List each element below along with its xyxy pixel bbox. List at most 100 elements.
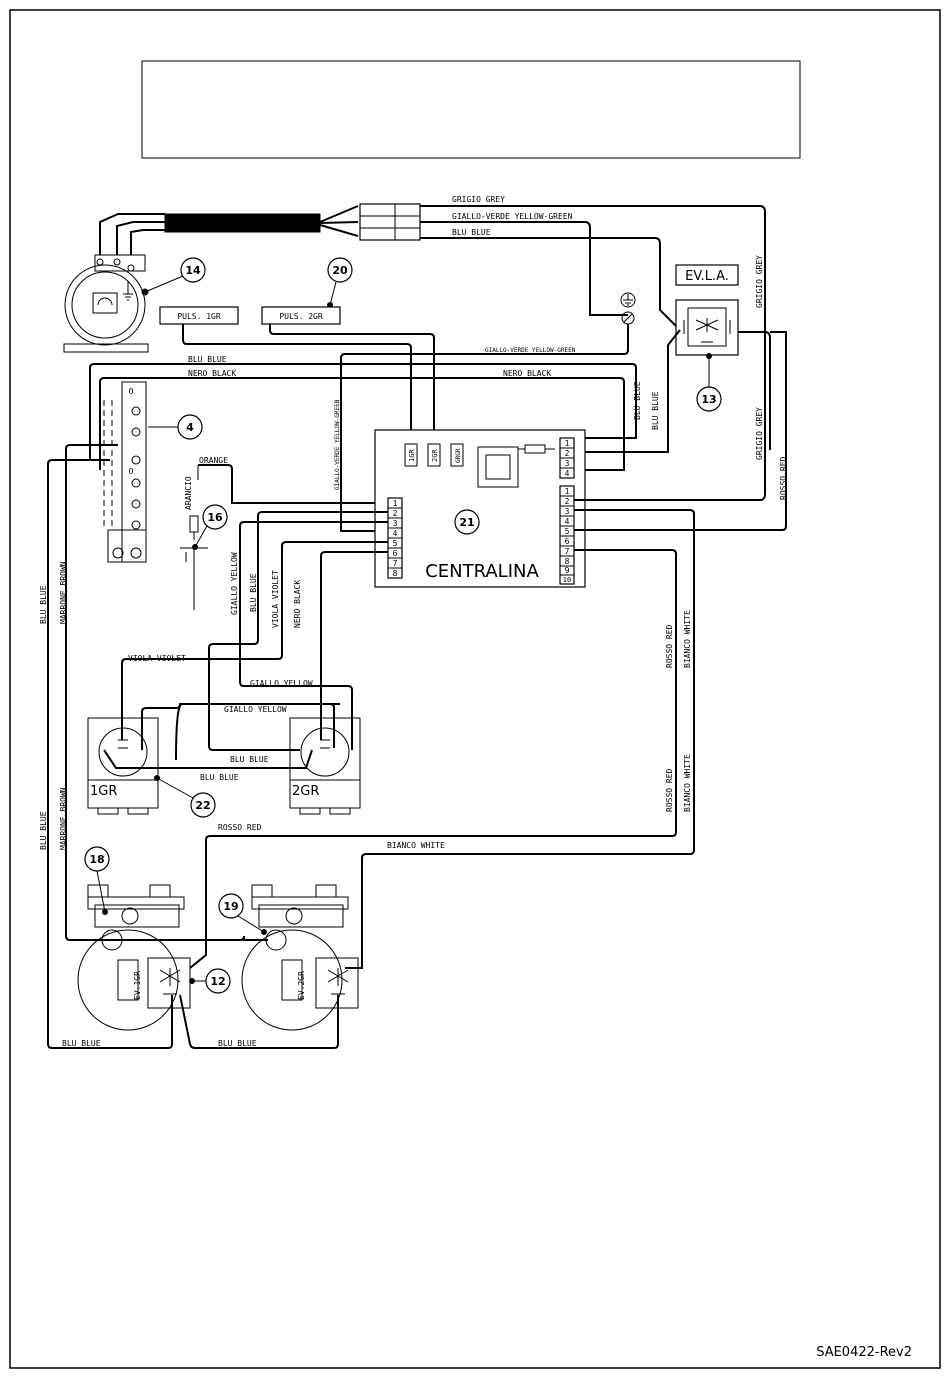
probe-number: 16 [207, 511, 223, 524]
wire-label-blu-h2: BLU BLUE [200, 773, 239, 782]
wire-label-blu-h1: BLU BLUE [230, 755, 269, 764]
wire-label-nero-vert: NERO BLACK [293, 580, 302, 628]
ev2-label: EV.2GR [297, 971, 306, 1000]
wire-label-blu-vert1: BLU BLUE [633, 381, 642, 420]
conn-left-2: 2 [393, 509, 398, 518]
wire-label-giallo-h2: GIALLO YELLOW [224, 705, 287, 714]
wire-label-nero-1: NERO BLACK [188, 369, 236, 378]
conn-rb-1: 1 [565, 487, 570, 496]
wire-label-rosso-vert1: ROSSO RED [779, 456, 788, 500]
wire-label-giallo-vert: GIALLO YELLOW [230, 552, 239, 615]
wire-label-blu-left1: BLU BLUE [39, 585, 48, 624]
connector-right-bottom [559, 485, 575, 585]
conn-rb-3: 3 [565, 507, 570, 516]
conn-left-4: 4 [393, 529, 398, 538]
wire-label-blu-vert2: BLU BLUE [651, 391, 660, 430]
button-2gr-label: PULS. 2GR [279, 312, 323, 321]
button-number: 20 [332, 264, 348, 277]
wire-label-blu-bottom1: BLU BLUE [62, 1039, 101, 1048]
cable-sleeve [164, 213, 321, 233]
wire-label-marrone2: MARRONE BROWN [59, 787, 68, 850]
page-frame [9, 9, 941, 1369]
ev2-label-circle [218, 893, 244, 919]
wire-label-rosso-h: ROSSO RED [218, 823, 262, 832]
wire-label-blu-bottom2: BLU BLUE [218, 1039, 257, 1048]
wire-label-gialloverde-vert: GIALLO-VERDE YELLOW-GREEN [334, 399, 341, 490]
wire-label-grigio: GRIGIO GREY [452, 195, 505, 204]
wire-label-viola-h: VIOLA VIOLET [128, 654, 186, 663]
button-1gr [159, 306, 239, 325]
conn-rb-6: 6 [565, 537, 570, 546]
conn-rb-4: 4 [565, 517, 570, 526]
wire-label-blu-2: BLU BLUE [188, 355, 227, 364]
conn-left-1: 1 [393, 499, 398, 508]
ev-group-1 [77, 884, 191, 1031]
conn-left-8: 8 [393, 569, 398, 578]
conn-left-7: 7 [393, 559, 398, 568]
centralina-board [374, 429, 586, 588]
conn-rt-3: 3 [565, 459, 570, 468]
ev-group-2 [241, 884, 359, 1031]
motor-label-circle [180, 257, 206, 283]
motor-number: 14 [185, 264, 201, 277]
wire-label-blu-left2: BLU BLUE [39, 811, 48, 850]
terminal-o2: O [129, 467, 134, 476]
conn-rt-2: 2 [565, 449, 570, 458]
wire-label-grigio-vert2: GRIGIO GREY [755, 407, 764, 460]
pcb-1gr: 1GR [408, 449, 416, 462]
pcb-2gr: 2GR [431, 449, 439, 462]
centralina-number: 21 [459, 516, 474, 529]
motor-pump [63, 254, 149, 353]
drawing-reference: SAE0422-Rev2 [816, 1345, 912, 1360]
probe-label-circle [202, 504, 228, 530]
wire-label-bianco-vert2: BIANCO WHITE [683, 754, 692, 812]
button-1gr-label: PULS. 1GR [177, 312, 221, 321]
wire-label-blu-top: BLU BLUE [452, 228, 491, 237]
ev1-label: EV.1GR [133, 971, 142, 1000]
flowmeter-2gr [289, 717, 361, 815]
wire-label-blu-vert3: BLU BLUE [249, 573, 258, 612]
group-1gr-label: 1GR [90, 784, 117, 799]
evla-label-box [675, 264, 739, 286]
conn-rb-2: 2 [565, 497, 570, 506]
conn-rb-9: 9 [565, 566, 570, 575]
wire-label-rosso-vert3: ROSSO RED [665, 768, 674, 812]
conn-rb-5: 5 [565, 527, 570, 536]
button-label-circle [327, 257, 353, 283]
wire-connector [359, 203, 421, 241]
conn-rb-8: 8 [565, 557, 570, 566]
evla-label: EV.L.A. [685, 269, 729, 284]
wire-label-giallo-h1: GIALLO YELLOW [250, 679, 313, 688]
ev2-number: 19 [223, 900, 238, 913]
earth-icon [620, 292, 636, 325]
terminal-o1: O [129, 387, 134, 396]
terminal-number: 4 [186, 421, 194, 434]
ev1-number: 18 [89, 853, 104, 866]
wire-label-viola-vert: VIOLA VIOLET [271, 570, 280, 628]
wire-label-nero-2: NERO BLACK [503, 369, 551, 378]
conn-left-5: 5 [393, 539, 398, 548]
wire-label-grigio-vert1: GRIGIO GREY [755, 255, 764, 308]
wire-label-arancio: ARANCIO [184, 476, 193, 510]
wire-label-gialloverde: GIALLO-VERDE YELLOW-GREEN [452, 212, 573, 221]
evla-number: 13 [701, 393, 716, 406]
wire-label-marrone1: MARRONE BROWN [59, 561, 68, 624]
wire-label-bianco-vert1: BIANCO WHITE [683, 610, 692, 668]
wire-label-rosso-vert2: ROSSO RED [665, 624, 674, 668]
wire-label-orange: ORANGE [199, 456, 228, 465]
conn-left-3: 3 [393, 519, 398, 528]
flowmeter-1gr [87, 717, 159, 815]
terminal-block [103, 381, 147, 563]
conn-rt-1: 1 [565, 439, 570, 448]
group-2gr-label: 2GR [292, 784, 319, 799]
conn-rb-7: 7 [565, 547, 570, 556]
conn-rt-4: 4 [565, 469, 570, 478]
connector-left [387, 497, 403, 579]
conn-left-6: 6 [393, 549, 398, 558]
ev-number: 12 [210, 975, 225, 988]
flow-number: 22 [195, 799, 210, 812]
title-box [141, 60, 801, 159]
connector-right-top [559, 437, 575, 479]
flow-label-circle [190, 792, 216, 818]
